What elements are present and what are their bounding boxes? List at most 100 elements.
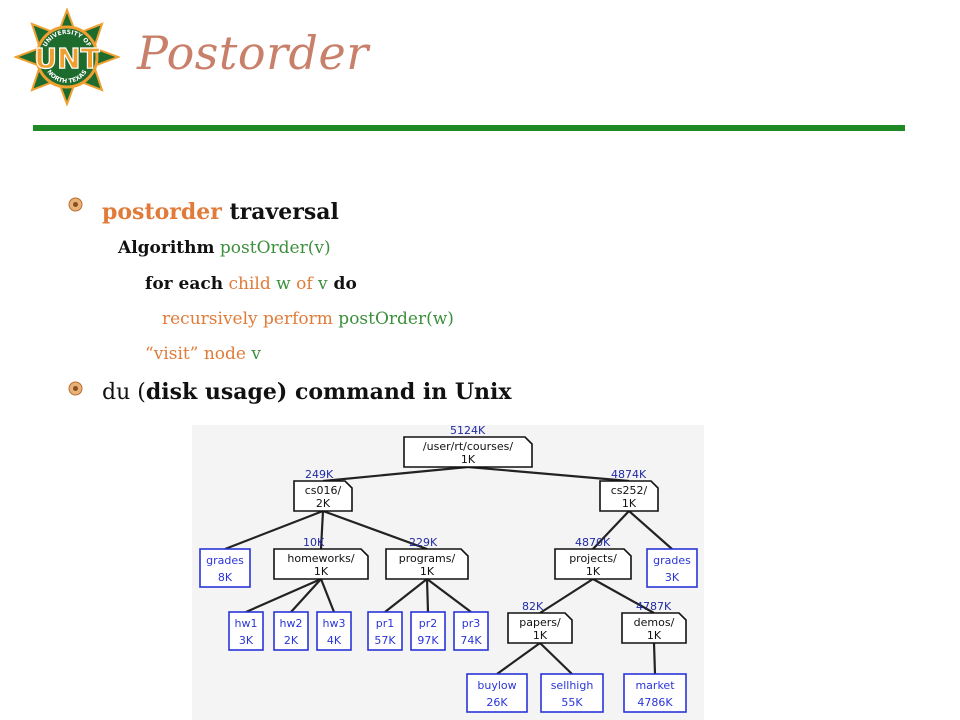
recursive-line: recursively perform postOrder(w) [162,311,454,328]
tree-edge [319,578,336,613]
file-node: grades 3K [646,548,698,588]
node-name: demos/ [634,616,675,629]
algorithm-name: postOrder(v) [214,238,331,258]
node-name: hw1 [235,617,258,630]
file-box [466,673,528,713]
folder-box [403,436,533,468]
file-box [316,611,352,651]
folder-node: homeworks/1K 10K [273,536,369,580]
node-name: papers/ [519,616,561,629]
folder-box [621,612,687,644]
tree-edge [539,642,573,675]
node-name: projects/ [569,552,617,565]
visit-line: “visit” node v [145,346,261,363]
file-node: sellhigh 55K [540,673,604,713]
v-var: v [312,274,328,294]
file-node: buylow 26K [466,673,528,713]
node-size: 1K [586,565,601,578]
node-size: 2K [316,497,331,510]
node-name: buylow [477,679,516,692]
tree-edge [384,578,428,613]
node-name: grades [653,554,691,567]
node-total-size: 249K [305,468,334,481]
node-size: 1K [420,565,435,578]
node-size: 1K [314,565,329,578]
disk-usage-text: disk usage) command in Unix [145,379,512,405]
folder-box [599,480,659,512]
node-name: hw2 [280,617,303,630]
tree-edge [592,510,630,550]
du-text: du ( [102,380,146,405]
bullet-icon [68,197,83,212]
folder-box [273,548,369,580]
folder-box [293,480,353,512]
node-size: 3K [665,571,680,584]
slide-title: Postorder [137,26,369,80]
tree-edge [245,577,322,614]
node-size: 55K [561,696,583,709]
file-box [228,611,264,651]
disk-usage-tree: /user/rt/courses/1K5124Kcs016/2K249Kcs25… [192,425,704,720]
folder-box [554,548,632,580]
node-size: 2K [284,634,299,647]
node-total-size: 5124K [450,425,486,437]
of-word: of [290,274,313,294]
node-size: 4K [327,634,342,647]
tree-edge [425,578,430,613]
node-size: 57K [374,634,396,647]
file-box [623,673,687,713]
logo-wordmark: UNT [34,42,99,75]
tree-edge [224,509,324,551]
file-box [646,548,698,588]
node-name: homeworks/ [287,552,355,565]
folder-box [385,548,469,580]
node-size: 8K [218,571,233,584]
bullet-du-command: du (disk usage) command in Unix [102,381,512,404]
tree-edge [290,578,322,613]
tree-edge [426,578,472,613]
tree-edge [652,642,657,675]
tree-edge [467,465,630,483]
node-name: pr2 [419,617,438,630]
node-name: market [635,679,675,692]
node-name: pr3 [462,617,481,630]
node-size: 1K [461,453,476,466]
node-total-size: 82K [522,600,544,613]
node-name: /user/rt/courses/ [423,440,513,453]
w-var: w [270,274,291,294]
node-name: grades [206,554,244,567]
postorder-term: postorder [102,199,222,225]
child-word: child [223,274,271,294]
file-box [367,611,403,651]
node-size: 26K [486,696,508,709]
tree-edge [322,465,469,483]
node-total-size: 10K [303,536,325,549]
node-size: 1K [533,629,548,642]
tree-edge [539,578,594,614]
bullet-icon [68,381,83,396]
node-name: sellhigh [551,679,594,692]
node-total-size: 4787K [636,600,672,613]
node-name: programs/ [399,552,456,565]
node-total-size: 4870K [575,536,611,549]
unt-logo: UNIVERSITY OF NORTH TEXAS UNT [14,8,120,106]
file-box [273,611,309,651]
file-box [540,673,604,713]
recursively-perform-text: recursively perform [162,309,333,329]
do-keyword: do [327,274,357,294]
file-box [410,611,446,651]
tree-edge [628,510,673,550]
title-divider [33,125,905,131]
node-size: 97K [417,634,439,647]
bullet-postorder-traversal: postorder traversal [102,201,339,224]
